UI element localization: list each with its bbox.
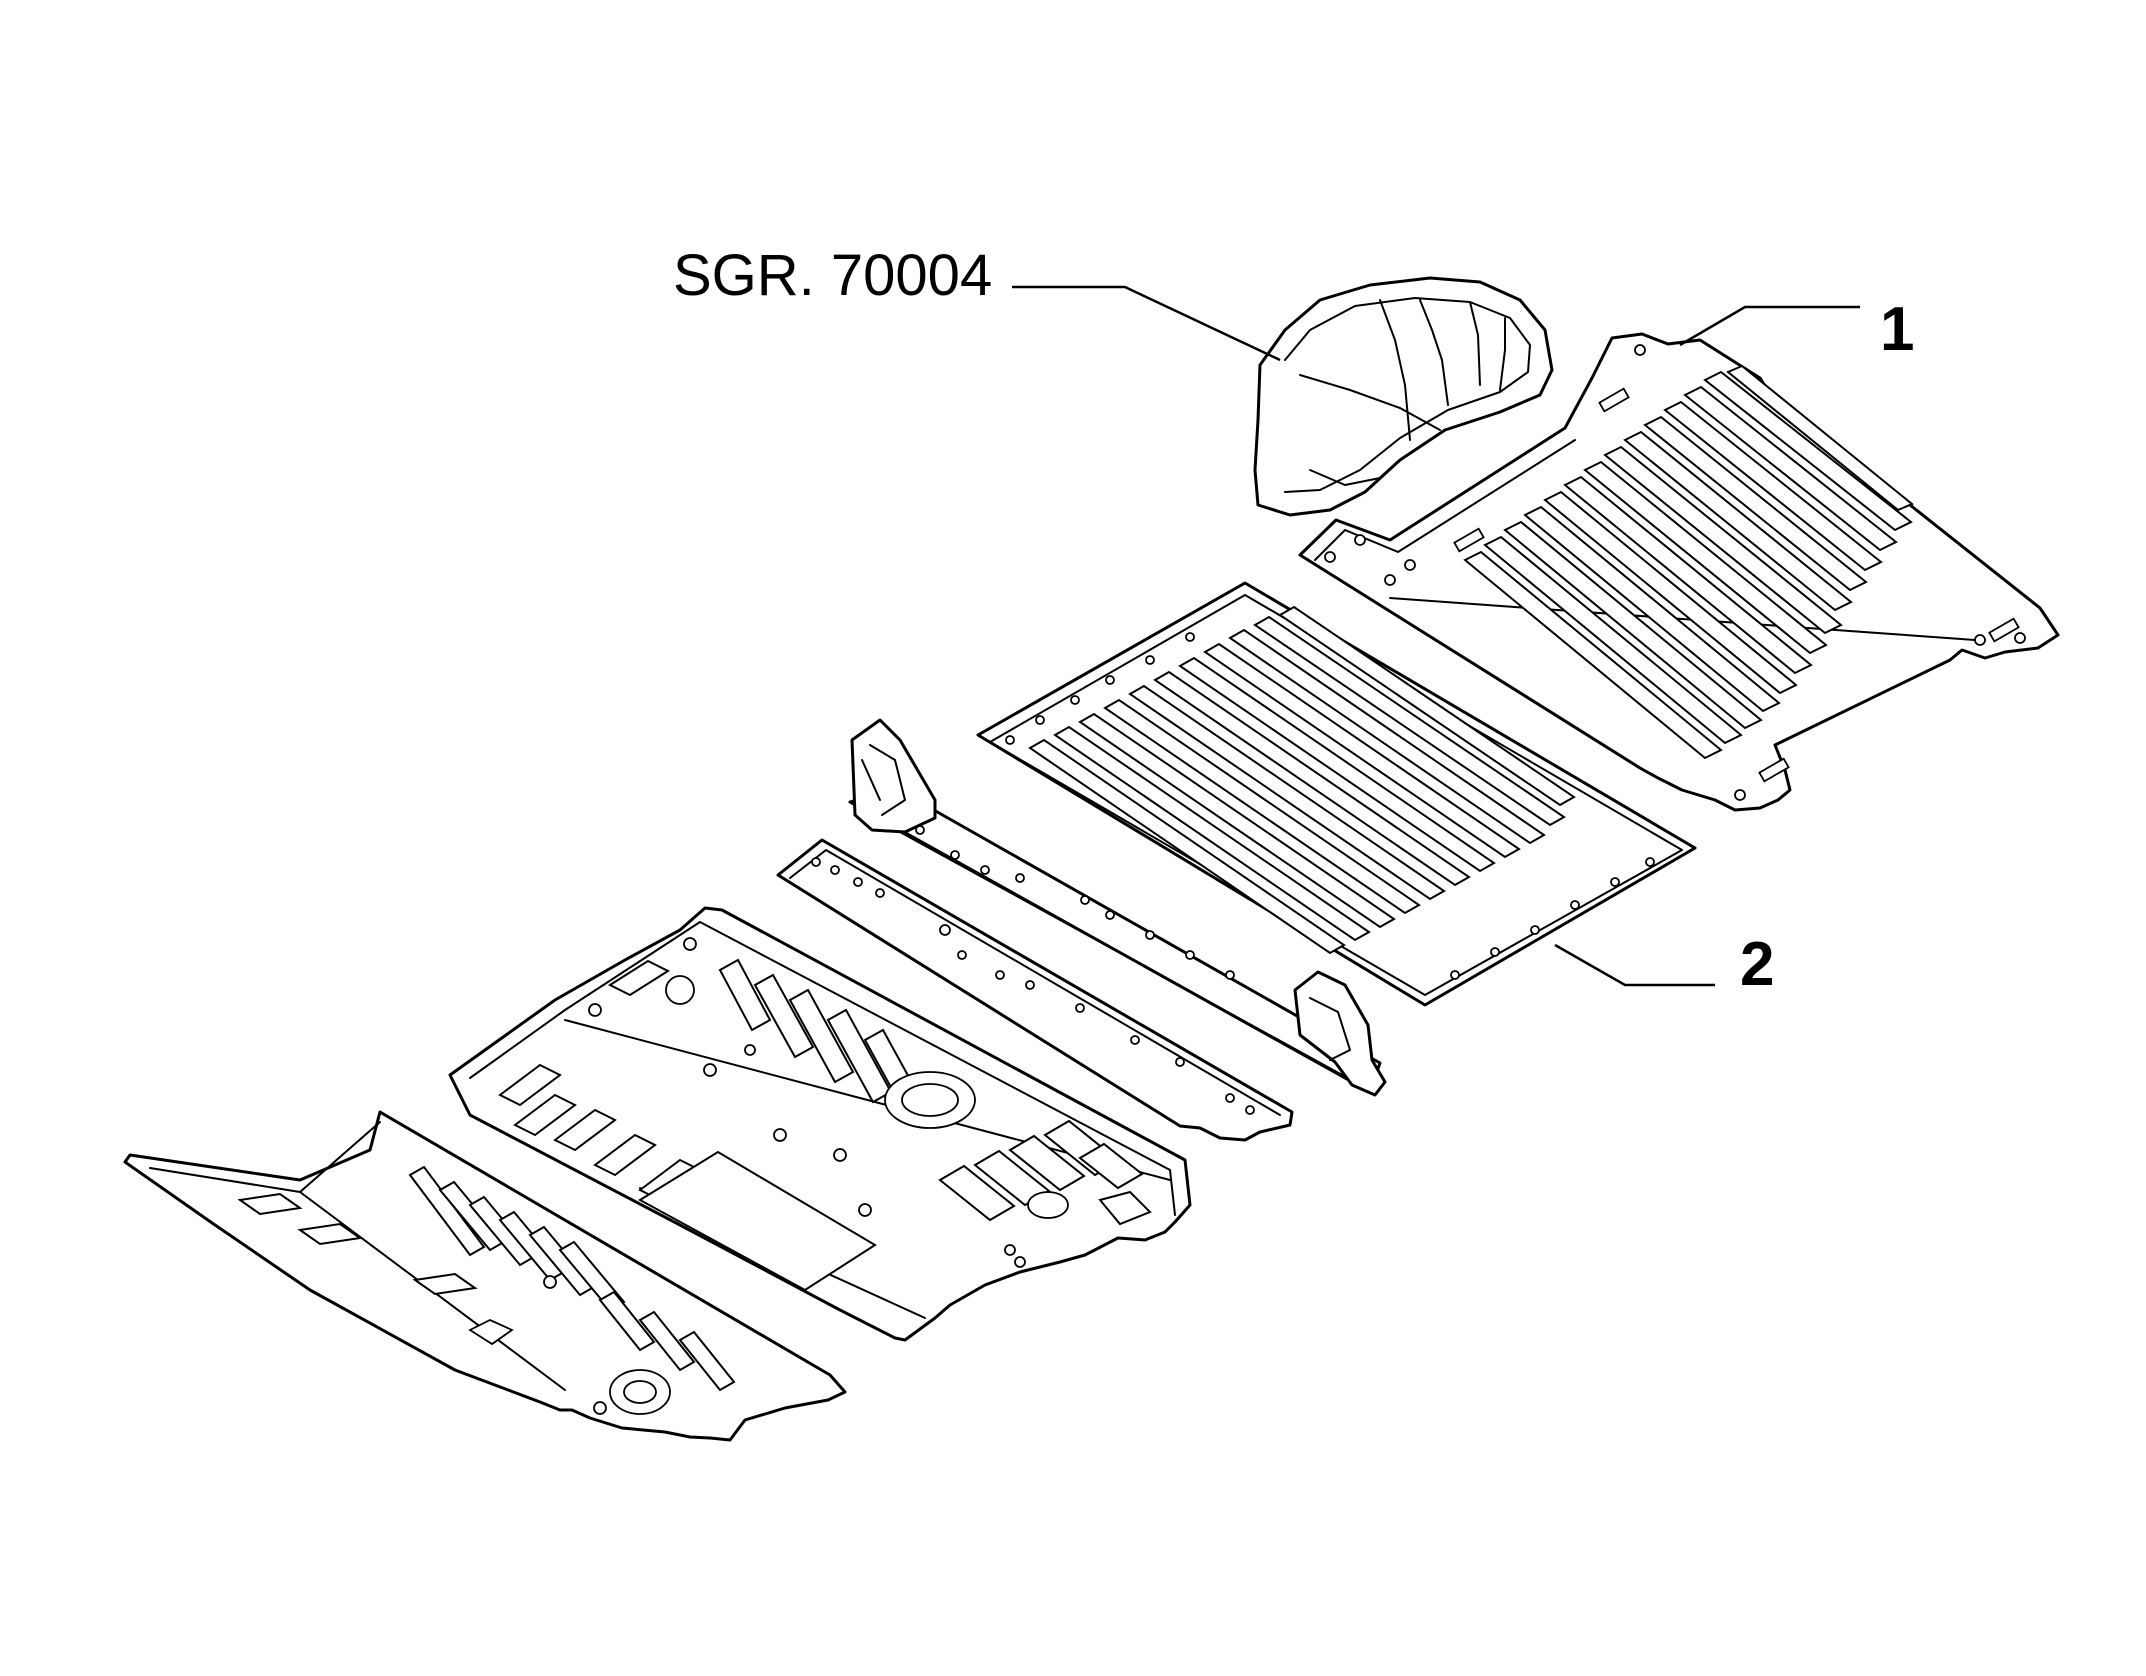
leader-part-1 <box>1679 305 1860 347</box>
front-floor-holes <box>468 1275 671 1415</box>
front-floor-panel[interactable] <box>123 1110 847 1442</box>
central-floor-slots <box>498 958 1152 1292</box>
rear-floor-panel[interactable] <box>1298 332 2060 812</box>
part-1-label: 1 <box>1880 295 1914 364</box>
wheel-arch-part[interactable] <box>1253 276 1554 517</box>
cross-member-part[interactable] <box>848 718 1387 1097</box>
central-floor-holes <box>588 937 1069 1268</box>
rear-floor-ribs <box>1463 364 1914 760</box>
leader-part-2 <box>1554 943 1715 987</box>
middle-floor-ribs <box>1028 605 1576 955</box>
ref-group-label: SGR. 70004 <box>673 243 992 308</box>
leader-sgr-70004 <box>1012 285 1281 362</box>
middle-floor-panel[interactable] <box>976 581 1697 1007</box>
central-floor-panel[interactable] <box>448 906 1192 1342</box>
front-floor-slots <box>237 1165 736 1392</box>
cross-plate-holes <box>811 857 1255 1115</box>
part-2-label: 2 <box>1740 930 1774 999</box>
rear-floor-holes <box>1324 344 2026 801</box>
cross-plate-part[interactable] <box>776 838 1294 1142</box>
middle-floor-holes <box>1005 632 1655 980</box>
